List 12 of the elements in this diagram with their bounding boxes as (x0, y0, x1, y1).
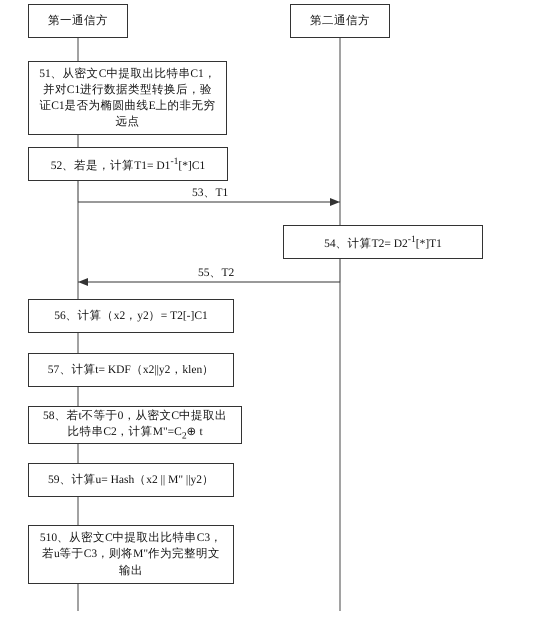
process-box: 56、计算（x2，y2）= T2[-]C1 (28, 299, 234, 333)
process-box: 58、若t不等于0，从密文C中提取出比特串C2，计算M"=C$_{2}$⊕ t (28, 406, 242, 444)
process-box: 54、计算T2= D2$^{-1}$[*]T1 (283, 225, 483, 259)
process-box: 51、从密文C中提取出比特串C1，并对C1进行数据类型转换后，验证C1是否为椭圆曲线E上的非无穷远点 (28, 61, 227, 135)
process-box: 57、计算t= KDF（x2||y2，klen） (28, 353, 234, 387)
participant-box: 第二通信方 (290, 4, 390, 38)
edge-label: 53、T1 (190, 185, 230, 200)
process-box: 52、若是，计算T1= D1$^{-1}$[*]C1 (28, 147, 228, 181)
process-box: 510、从密文C中提取出比特串C3，若u等于C3，则将M"作为完整明文输出 (28, 525, 234, 584)
edge-label: 55、T2 (196, 265, 236, 280)
process-box: 59、计算u= Hash（x2 || M" ||y2） (28, 463, 234, 497)
participant-box: 第一通信方 (28, 4, 128, 38)
